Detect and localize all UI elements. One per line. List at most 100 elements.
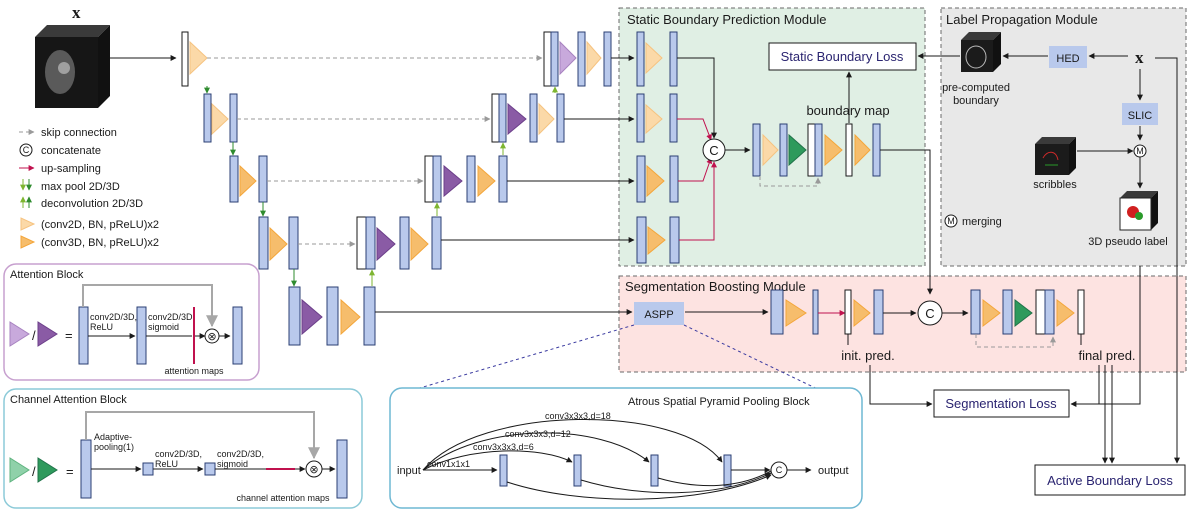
aspp-detail-panel: Atrous Spatial Pyramid Pooling Block inp…: [389, 324, 863, 509]
legend: skip connection C concatenate up-samplin…: [19, 127, 159, 249]
svg-text:ReLU: ReLU: [155, 459, 178, 469]
svg-text:Static Boundary Prediction Mod: Static Boundary Prediction Module: [627, 12, 826, 27]
svg-text:channel attention maps: channel attention maps: [236, 493, 330, 503]
decoder-level-2: [491, 93, 565, 143]
svg-text:=: =: [66, 464, 74, 479]
skip-connections: [207, 55, 543, 247]
svg-text:3D pseudo label: 3D pseudo label: [1088, 236, 1168, 248]
svg-text:(conv2D, BN, pReLU)x2: (conv2D, BN, pReLU)x2: [41, 219, 159, 231]
svg-text:concatenate: concatenate: [41, 145, 101, 157]
svg-text:Active Boundary Loss: Active Boundary Loss: [1047, 473, 1173, 488]
boundary-head: [752, 123, 881, 187]
boundary-map: boundary map: [806, 71, 890, 123]
channel-attention-block-panel: Channel Attention Block / = Adaptive- po…: [3, 388, 363, 509]
hed-box: HED: [1049, 46, 1087, 68]
svg-text:input: input: [397, 465, 421, 477]
aspp-box: ASPP: [634, 302, 684, 325]
encoder-bottleneck: [288, 286, 376, 346]
svg-text:sigmoid: sigmoid: [148, 322, 179, 332]
scribbles-cube: scribbles: [1033, 137, 1077, 191]
prediction-labels: init. pred. final pred.: [841, 348, 1135, 363]
svg-text:C: C: [925, 306, 934, 321]
static-boundary-loss-box: Static Boundary Loss: [768, 42, 917, 71]
svg-text:x: x: [72, 3, 81, 22]
deconvolution-arrows: [369, 86, 558, 286]
svg-text:merging: merging: [962, 216, 1002, 228]
svg-text:scribbles: scribbles: [1033, 179, 1077, 191]
merge-node: M: [1133, 144, 1147, 158]
svg-text:output: output: [818, 465, 849, 477]
svg-text:Segmentation Boosting Module: Segmentation Boosting Module: [625, 279, 806, 294]
svg-text:pre-computed: pre-computed: [942, 82, 1010, 94]
encoder-level-4: [258, 216, 299, 270]
loss-connectors: [869, 57, 1180, 464]
decoder-level-4: [356, 216, 442, 270]
active-boundary-loss-box: Active Boundary Loss: [1034, 464, 1186, 496]
svg-text:SLIC: SLIC: [1128, 110, 1153, 122]
slic-box: SLIC: [1122, 103, 1158, 125]
svg-text:Atrous Spatial Pyramid Pooling: Atrous Spatial Pyramid Pooling Block: [628, 396, 810, 408]
pseudo-label-cube: 3D pseudo label: [1088, 191, 1168, 248]
encoder-level-3: [229, 155, 268, 203]
svg-text:conv3x3x3,d=12: conv3x3x3,d=12: [505, 429, 571, 439]
decoder-level-3: [424, 155, 508, 203]
svg-text:ReLU: ReLU: [90, 322, 113, 332]
precomputed-boundary-cube: pre-computed boundary: [942, 32, 1010, 107]
segmentation-loss-box: Segmentation Loss: [933, 389, 1070, 418]
input-volume: x: [35, 3, 110, 108]
svg-text:skip connection: skip connection: [41, 127, 117, 139]
svg-text:deconvolution 2D/3D: deconvolution 2D/3D: [41, 198, 143, 210]
svg-text:/: /: [32, 464, 36, 479]
svg-text:conv2D/3D,: conv2D/3D,: [148, 312, 195, 322]
svg-text:x: x: [1135, 48, 1144, 67]
svg-text:(conv3D, BN, pReLU)x2: (conv3D, BN, pReLU)x2: [41, 237, 159, 249]
concat-node-boundary: C: [702, 138, 726, 162]
svg-text:M: M: [1136, 146, 1144, 156]
svg-text:=: =: [65, 328, 73, 343]
svg-text:Segmentation Loss: Segmentation Loss: [945, 396, 1057, 411]
svg-text:boundary map: boundary map: [806, 103, 889, 118]
boundary-upsample-arrows: [677, 57, 717, 241]
svg-text:C: C: [776, 465, 783, 475]
merging-legend: M merging: [944, 214, 1002, 228]
svg-text:sigmoid: sigmoid: [217, 459, 248, 469]
svg-text:boundary: boundary: [953, 95, 999, 107]
svg-text:pooling(1): pooling(1): [94, 442, 134, 452]
svg-text:conv3x3x3,d=6: conv3x3x3,d=6: [473, 442, 534, 452]
svg-text:Label Propagation Module: Label Propagation Module: [946, 12, 1098, 27]
svg-text:max pool 2D/3D: max pool 2D/3D: [41, 181, 120, 193]
svg-text:attention maps: attention maps: [164, 366, 224, 376]
svg-text:conv1x1x1: conv1x1x1: [427, 459, 470, 469]
svg-text:C: C: [23, 145, 30, 155]
svg-text:Static Boundary Loss: Static Boundary Loss: [781, 49, 904, 64]
boost-stage-1: [770, 289, 884, 335]
svg-text:conv2D/3D,: conv2D/3D,: [217, 449, 264, 459]
svg-text:⊗: ⊗: [207, 331, 216, 343]
max-pool-arrows: [204, 86, 297, 287]
segmentation-boosting-module: Segmentation Boosting Module: [618, 275, 1187, 373]
svg-text:conv2D/3D,: conv2D/3D,: [155, 449, 202, 459]
svg-text:Attention Block: Attention Block: [10, 269, 84, 281]
svg-text:Channel Attention Block: Channel Attention Block: [10, 394, 127, 406]
svg-text:ASPP: ASPP: [644, 309, 673, 321]
svg-text:conv2D/3D,: conv2D/3D,: [90, 312, 137, 322]
encoder-level-1: [181, 31, 208, 87]
boundary-side-branches: [636, 31, 680, 264]
decoder-level-1: [543, 31, 612, 87]
encoder-level-2: [203, 93, 238, 143]
svg-text:/: /: [32, 328, 36, 343]
attention-block-panel: Attention Block / = conv2D/3D, ReLU conv…: [3, 263, 260, 381]
svg-text:init. pred.: init. pred.: [841, 348, 894, 363]
svg-text:Adaptive-: Adaptive-: [94, 432, 132, 442]
svg-text:final pred.: final pred.: [1078, 348, 1135, 363]
concat-node-boost: C: [917, 300, 943, 326]
svg-text:HED: HED: [1056, 53, 1079, 65]
svg-text:up-sampling: up-sampling: [41, 163, 101, 175]
svg-text:conv3x3x3,d=18: conv3x3x3,d=18: [545, 411, 611, 421]
svg-text:M: M: [947, 216, 955, 226]
svg-text:C: C: [709, 143, 718, 158]
decoder-to-boundary-links: [375, 55, 635, 315]
svg-text:⊗: ⊗: [309, 464, 318, 476]
boost-stage-2: [970, 289, 1085, 348]
